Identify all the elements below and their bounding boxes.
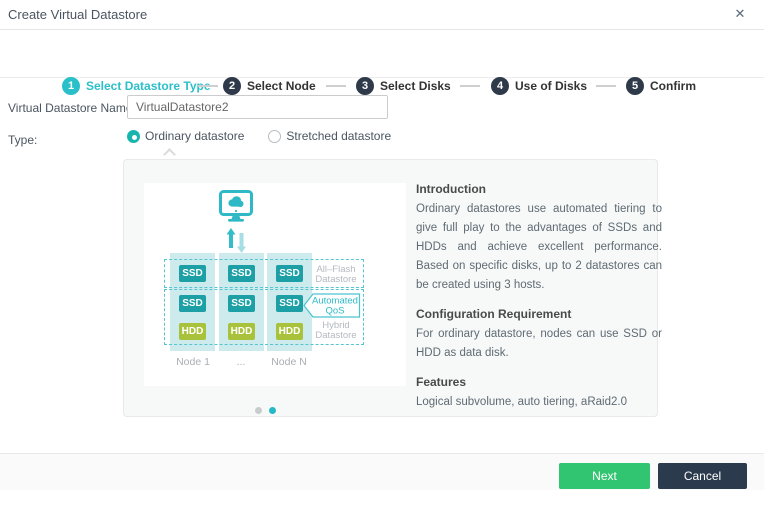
configuration-requirement-heading: Configuration Requirement — [416, 307, 572, 321]
sync-arrows-icon — [227, 228, 246, 253]
hdd-block: HDD — [179, 323, 206, 340]
node-n-label: Node N — [271, 356, 307, 368]
step-use-of-disks[interactable]: 4 Use of Disks — [491, 77, 587, 95]
svg-text:Automated: Automated — [312, 296, 358, 307]
name-field-label: Virtual Datastore Name: — [8, 101, 136, 115]
hdd-block: HDD — [276, 323, 303, 340]
step-number: 5 — [626, 77, 644, 95]
virtual-datastore-name-input[interactable] — [127, 95, 388, 119]
radio-stretched-datastore[interactable]: Stretched datastore — [268, 129, 391, 143]
step-select-datastore-type[interactable]: 1 Select Datastore Type — [62, 77, 211, 95]
step-number: 3 — [356, 77, 374, 95]
dialog-title: Create Virtual Datastore — [8, 7, 148, 22]
step-label: Confirm — [650, 79, 696, 93]
automated-qos-tag: Automated QoS — [303, 293, 361, 318]
step-wizard: 1 Select Datastore Type 2 Select Node 3 … — [0, 30, 764, 95]
step-divider — [596, 85, 616, 87]
ssd-block: SSD — [228, 265, 255, 282]
step-confirm[interactable]: 5 Confirm — [626, 77, 696, 95]
ssd-block: SSD — [179, 295, 206, 312]
cloud-monitor-icon — [219, 190, 253, 222]
step-label: Select Datastore Type — [86, 79, 211, 93]
radio-selected-icon — [127, 129, 140, 143]
step-divider — [198, 85, 218, 87]
carousel-dot-2[interactable] — [269, 407, 276, 414]
carousel-dots — [255, 407, 276, 414]
carousel-dot-1[interactable] — [255, 407, 262, 414]
ssd-block: SSD — [228, 295, 255, 312]
hybrid-datastore-group — [164, 289, 364, 345]
step-number: 4 — [491, 77, 509, 95]
step-number: 2 — [223, 77, 241, 95]
step-select-disks[interactable]: 3 Select Disks — [356, 77, 451, 95]
ssd-block: SSD — [276, 295, 303, 312]
type-field-label: Type: — [8, 133, 38, 147]
step-number: 1 — [62, 77, 80, 95]
step-label: Use of Disks — [515, 79, 588, 93]
radio-label: Ordinary datastore — [145, 129, 245, 143]
datastore-type-description: Introduction Ordinary datastores use aut… — [416, 182, 662, 412]
next-button[interactable]: Next — [559, 463, 650, 489]
close-icon[interactable]: ✕ — [734, 6, 746, 21]
hdd-block: HDD — [228, 323, 255, 340]
all-flash-datastore-group — [164, 259, 364, 288]
step-label: Select Node — [247, 79, 316, 93]
radio-ordinary-datastore[interactable]: Ordinary datastore — [127, 129, 244, 143]
dialog-footer: Next Cancel — [0, 453, 764, 490]
introduction-body: Ordinary datastores use automated tierin… — [416, 203, 662, 291]
features-body: Logical subvolume, auto tiering, aRaid2.… — [416, 396, 627, 408]
step-divider — [460, 85, 480, 87]
node-1-label: Node 1 — [176, 356, 210, 368]
svg-text:QoS: QoS — [325, 306, 344, 317]
step-divider — [326, 85, 346, 87]
dialog-header: Create Virtual Datastore ✕ — [0, 0, 764, 30]
step-select-node[interactable]: 2 Select Node — [223, 77, 316, 95]
cancel-button[interactable]: Cancel — [658, 463, 747, 489]
configuration-requirement-body: For ordinary datastore, nodes can use SS… — [416, 328, 662, 359]
features-heading: Features — [416, 375, 467, 389]
step-label: Select Disks — [380, 79, 451, 93]
ssd-block: SSD — [276, 265, 303, 282]
type-radio-group: Ordinary datastore Stretched datastore — [127, 129, 391, 143]
radio-unselected-icon — [268, 129, 282, 143]
node-ellipsis-label: ... — [236, 356, 246, 368]
introduction-heading: Introduction — [416, 182, 486, 196]
ssd-block: SSD — [179, 265, 206, 282]
radio-label: Stretched datastore — [286, 129, 392, 143]
